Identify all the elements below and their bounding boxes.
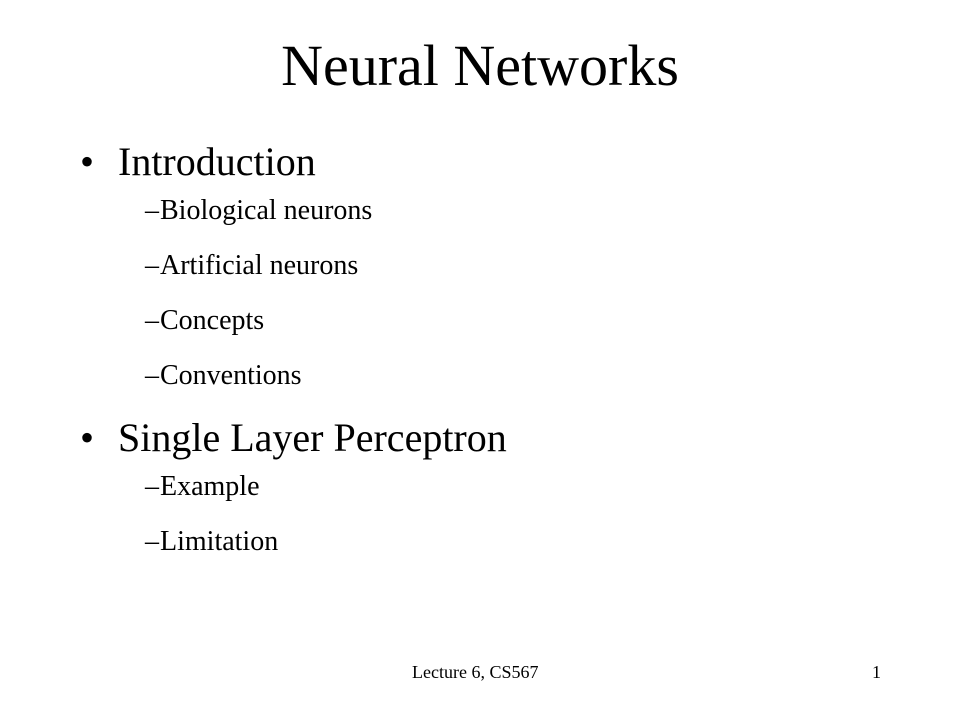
dash-icon: – (145, 195, 159, 226)
sub-item-artificial-neurons: – Artificial neurons (80, 249, 900, 283)
sub-item-label: Concepts (160, 305, 265, 336)
bullet-label: Introduction (118, 139, 316, 184)
bullet-label: Single Layer Perceptron (118, 415, 507, 460)
slide-title: Neural Networks (281, 33, 679, 98)
dash-icon: – (145, 360, 159, 391)
sub-item-label: Limitation (160, 526, 279, 557)
bullet-icon: • (80, 415, 95, 460)
dash-icon: – (145, 471, 159, 502)
sub-item-example: – Example (80, 470, 900, 504)
sub-item-limitation: – Limitation (80, 525, 900, 559)
footer-page-number: 1 (872, 662, 881, 682)
bullet-introduction: • Introduction (80, 138, 900, 186)
sub-item-concepts: – Concepts (80, 304, 900, 338)
sub-item-label: Example (160, 471, 260, 502)
sub-item-label: Conventions (160, 360, 302, 391)
sub-list-introduction: – Biological neurons – Artificial neuron… (80, 194, 900, 393)
dash-icon: – (145, 305, 159, 336)
bullet-single-layer-perceptron: • Single Layer Perceptron (80, 414, 900, 462)
footer-lecture-label: Lecture 6, CS567 (412, 662, 539, 682)
sub-list-single-layer-perceptron: – Example – Limitation (80, 470, 900, 559)
sub-item-biological-neurons: – Biological neurons (80, 194, 900, 228)
sub-item-conventions: – Conventions (80, 359, 900, 393)
sub-item-label: Artificial neurons (160, 250, 359, 281)
bullet-icon: • (80, 139, 95, 184)
outline: • Introduction – Biological neurons – Ar… (80, 138, 900, 580)
sub-item-label: Biological neurons (160, 195, 373, 226)
dash-icon: – (145, 250, 159, 281)
dash-icon: – (145, 526, 159, 557)
